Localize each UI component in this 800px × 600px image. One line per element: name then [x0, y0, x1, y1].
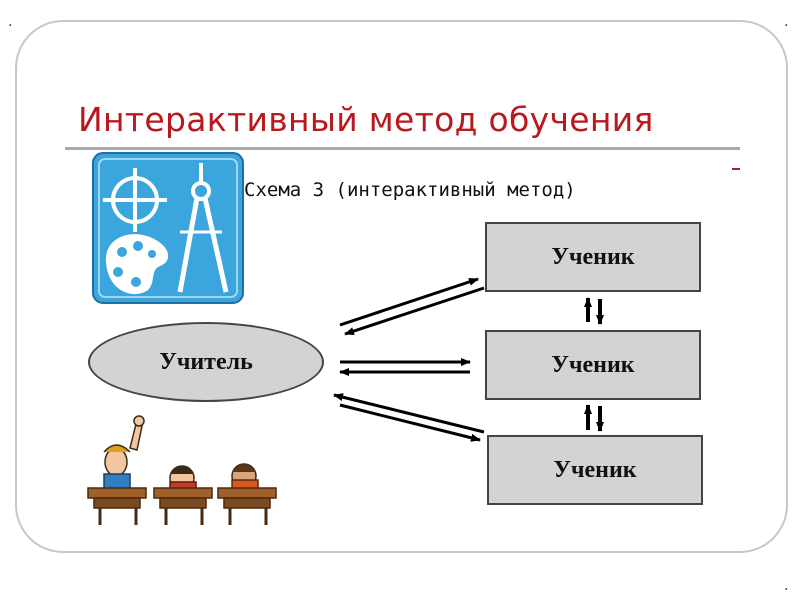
student-node-2: Ученик	[485, 330, 701, 400]
student-node-1: Ученик	[485, 222, 701, 292]
corner-dot-bottom-right: .	[784, 578, 789, 594]
corner-dot-top-left: .	[8, 14, 13, 30]
arrow-student-3-to-teacher	[333, 393, 485, 434]
student-node-3: Ученик	[487, 435, 703, 505]
teacher-node: Учитель	[88, 322, 324, 402]
slide-title: Интерактивный метод обучения	[78, 100, 654, 139]
pupil-reading	[231, 463, 259, 491]
arrow-teacher-to-student-3	[339, 403, 481, 442]
arrow-teacher-to-student-1	[339, 277, 479, 327]
small-dash	[732, 168, 740, 170]
arrow-student-1-to-teacher	[344, 286, 485, 336]
diagram-caption: Схема 3 (интерактивный метод)	[244, 179, 576, 201]
pupil-writing	[169, 465, 197, 491]
pupil-raising-hand	[103, 415, 145, 491]
title-divider	[65, 147, 740, 150]
corner-dot-top-right: .	[784, 14, 789, 30]
